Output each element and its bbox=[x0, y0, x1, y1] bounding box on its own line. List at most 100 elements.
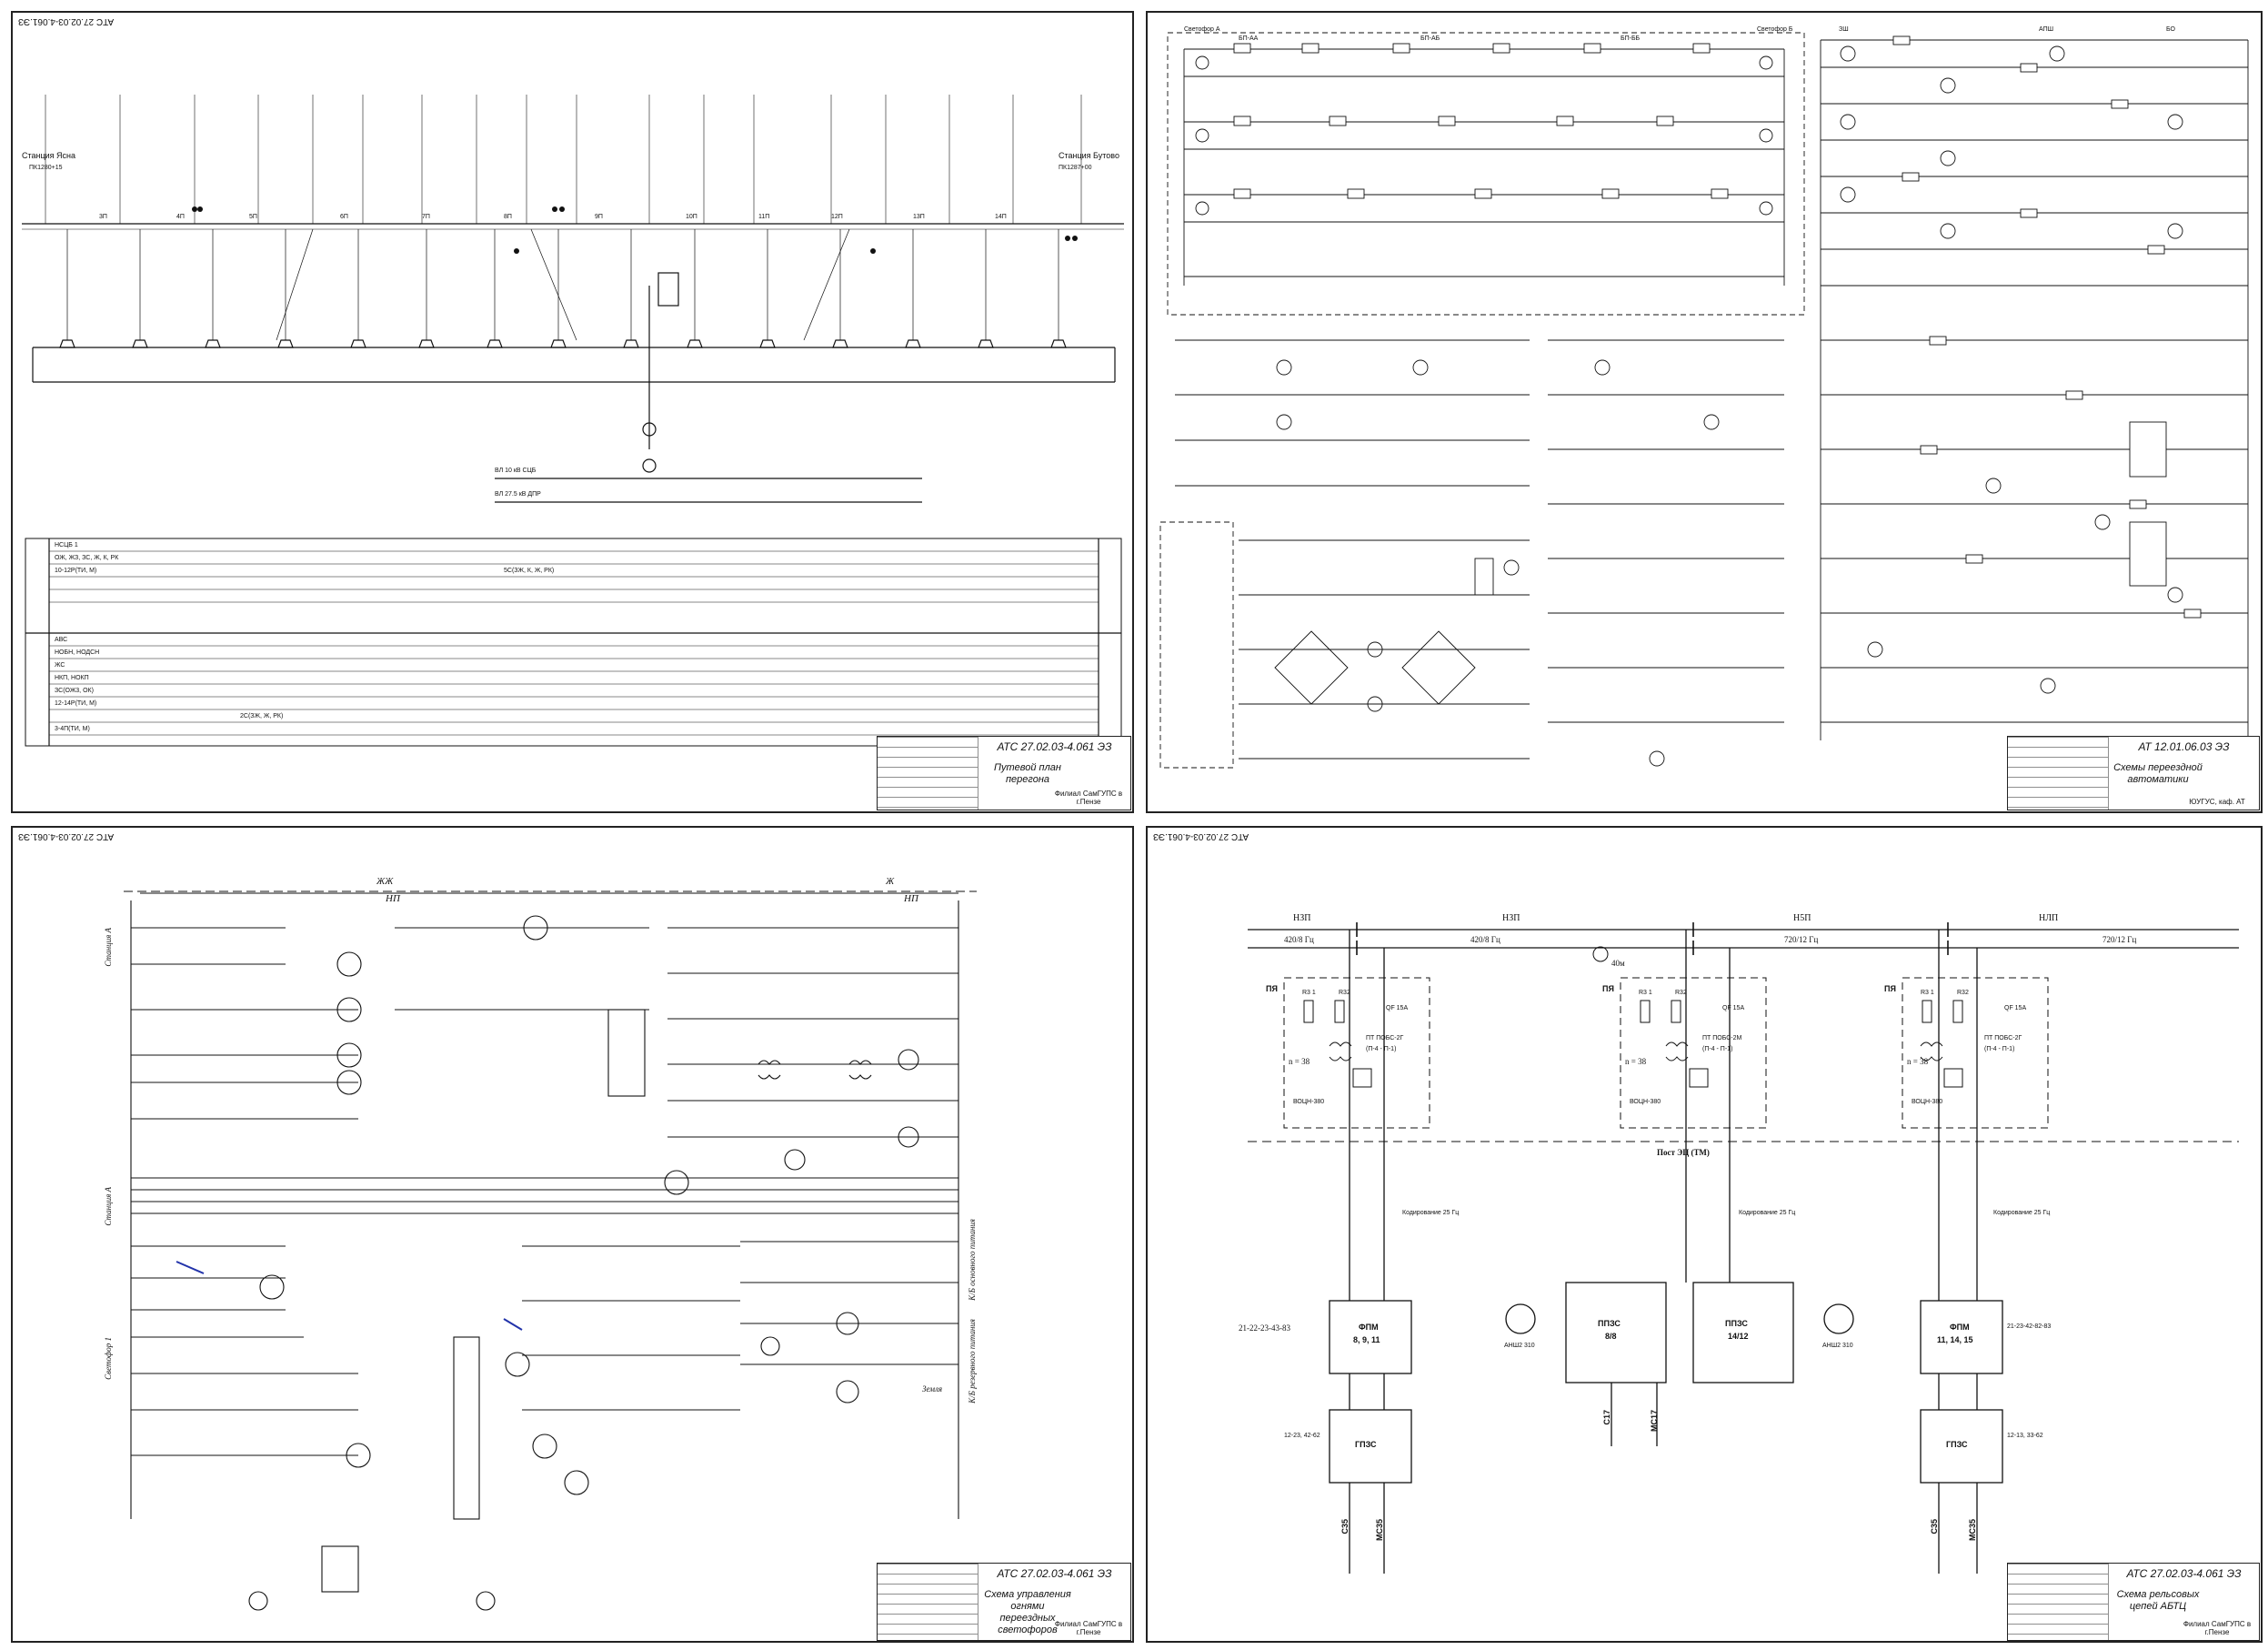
block3-transformer-sub: (П-4 - П-1) bbox=[1984, 1046, 2015, 1052]
freq-4: 720/12 Гц bbox=[2102, 935, 2137, 944]
block1-transformer: ПТ ПОБС-2Г bbox=[1366, 1035, 1404, 1041]
block3-fpm-numbers: 11, 14, 15 bbox=[1937, 1335, 1973, 1344]
block2-ppzs1-n: 8/8 bbox=[1605, 1332, 1617, 1341]
post-label: Пост ЭЦ (ТМ) bbox=[1657, 1148, 1710, 1157]
block2-ansh-left: АНШ2 310 bbox=[1504, 1343, 1535, 1349]
drawing-name: Схема рельсовых цепей АБТЦ bbox=[2116, 1589, 2200, 1612]
drawing-code: АТС 27.02.03-4.061 ЭЗ bbox=[997, 740, 1112, 753]
block3-c35: С35 bbox=[1930, 1519, 1939, 1534]
block3-n: n = 38 bbox=[1907, 1057, 1929, 1066]
drawing-code: АТС 27.02.03-4.061 ЭЗ bbox=[2126, 1567, 2242, 1580]
power-line-27kv: ВЛ 27.5 кВ ДПР bbox=[495, 491, 541, 498]
svg-text:НЗП: НЗП bbox=[1502, 913, 1520, 923]
block2-c17: С17 bbox=[1602, 1410, 1611, 1425]
drawing-name: Путевой план перегона bbox=[994, 762, 1061, 785]
block1-c35: С35 bbox=[1340, 1519, 1350, 1534]
title-block-grid bbox=[2008, 737, 2109, 810]
title-block: АТС 27.02.03-4.061 ЭЗ Схема управления о… bbox=[877, 1563, 1131, 1641]
svg-text:НЛП: НЛП bbox=[2039, 913, 2058, 923]
station-left: Станция Ясна bbox=[22, 151, 76, 160]
freq-1: 420/8 Гц bbox=[1284, 935, 1314, 944]
ground-label: Земля bbox=[922, 1384, 943, 1393]
svg-text:9П: 9П bbox=[595, 214, 603, 220]
svg-text:НЗП: НЗП bbox=[1293, 913, 1310, 923]
route-line-3: 10-12Р(ТИ, М) bbox=[55, 568, 97, 574]
svg-text:Светофор Б: Светофор Б bbox=[1757, 26, 1793, 33]
block3-vocn: ВОЦН-380 bbox=[1912, 1099, 1943, 1105]
block1-gpzs: ГПЗС bbox=[1355, 1440, 1377, 1449]
route-line-9: ЗС(ОЖ3, ОК) bbox=[55, 688, 94, 694]
battery-reserve-label: К/Б резервного питания bbox=[968, 1319, 977, 1404]
organization: Филиал СамГУПС в г.Пензе bbox=[1054, 1620, 1123, 1636]
bus-label-np-left: НП bbox=[386, 893, 400, 904]
route-line-7: ЖС bbox=[55, 662, 65, 669]
svg-text:10П: 10П bbox=[686, 214, 697, 220]
drawing-code: АТС 27.02.03-4.061 ЭЗ bbox=[997, 1567, 1112, 1580]
svg-text:13П: 13П bbox=[913, 214, 925, 220]
freq-meter: 40м bbox=[1611, 959, 1625, 968]
block1-left-numbers: 21-22-23-43-83 bbox=[1239, 1323, 1290, 1333]
svg-text:ПК1280+15: ПК1280+15 bbox=[29, 165, 63, 171]
svg-text:ЖЖ: ЖЖ bbox=[376, 877, 394, 887]
svg-text:БП-АА: БП-АА bbox=[1239, 35, 1259, 42]
block3-right-numbers: 21-23-42-82-83 bbox=[2007, 1323, 2052, 1330]
svg-text:4П: 4П bbox=[176, 214, 185, 220]
block3-r1: R3 1 bbox=[1921, 990, 1934, 996]
block1-r1: R3 1 bbox=[1302, 990, 1316, 996]
route-line-12: 2С(ЗЖ, Ж, РК) bbox=[240, 713, 284, 719]
station-a-top: Станция А bbox=[104, 928, 113, 967]
svg-text:БП-ББ: БП-ББ bbox=[1621, 35, 1641, 42]
block3-transformer: ПТ ПОБС-2Г bbox=[1984, 1035, 2022, 1041]
block1-transformer-sub: (П-4 - П-1) bbox=[1366, 1046, 1397, 1052]
route-line-5: АВС bbox=[55, 637, 68, 643]
block2-coding: Кодирование 25 Гц bbox=[1739, 1210, 1796, 1216]
block3-mc35: МС35 bbox=[1968, 1519, 1977, 1542]
route-line-6: НОБН, НОДСН bbox=[55, 649, 100, 656]
block2-vocn: ВОЦН-380 bbox=[1630, 1099, 1661, 1105]
sheet-track-circuits: АТС 27.02.03-4.061.ЭЗ bbox=[1146, 826, 2263, 1643]
block1-vocn: ВОЦН-380 bbox=[1293, 1099, 1325, 1105]
block1-r2: R32 bbox=[1339, 990, 1350, 996]
block1-pya: ПЯ bbox=[1266, 984, 1278, 993]
block1-n: n = 38 bbox=[1289, 1057, 1310, 1066]
svg-text:7П: 7П bbox=[422, 214, 430, 220]
svg-text:11П: 11П bbox=[758, 214, 769, 220]
block3-coding: Кодирование 25 Гц bbox=[1993, 1210, 2051, 1216]
block2-transformer-sub: (П-4 - П-1) bbox=[1702, 1046, 1733, 1052]
route-line-11: 3-4П(ТИ, М) bbox=[55, 726, 90, 732]
title-block-grid bbox=[878, 1564, 978, 1640]
route-line-1: НСЦБ 1 bbox=[55, 542, 78, 548]
svg-text:12П: 12П bbox=[831, 214, 843, 220]
title-block: АТС 27.02.03-4.061 ЭЗ Схема рельсовых це… bbox=[2007, 1563, 2260, 1641]
block2-transformer: ПТ ПОБС-2М bbox=[1702, 1035, 1742, 1041]
block2-ppzs1: ППЗС bbox=[1598, 1319, 1621, 1328]
freq-2: 420/8 Гц bbox=[1470, 935, 1500, 944]
block2-pya: ПЯ bbox=[1602, 984, 1614, 993]
block3-bottom-numbers: 12-13, 33-62 bbox=[2007, 1433, 2043, 1439]
block3-pya: ПЯ bbox=[1884, 984, 1896, 993]
signal-1-label: Светофор 1 bbox=[104, 1337, 113, 1380]
organization: Филиал СамГУПС в г.Пензе bbox=[2183, 1620, 2252, 1636]
station-right: Станция Бутово bbox=[1059, 151, 1119, 160]
sheet-track-plan: АТС 27.02.03-4.061.ЭЗ bbox=[11, 11, 1134, 813]
organization: Филиал СамГУПС в г.Пензе bbox=[1054, 790, 1123, 806]
bus-label-np-right: НП bbox=[904, 893, 918, 904]
block3-qf: QF 15A bbox=[2004, 1005, 2027, 1011]
station-a-mid: Станция А bbox=[104, 1187, 113, 1226]
route-line-4: 5С(ЗЖ, К, Ж, РК) bbox=[504, 568, 555, 574]
block2-qf: QF 15A bbox=[1722, 1005, 1745, 1011]
block1-fpm: ФПМ bbox=[1359, 1323, 1379, 1332]
block1-bottom-numbers: 12-23, 42-62 bbox=[1284, 1433, 1320, 1439]
block2-r1: R3 1 bbox=[1639, 990, 1652, 996]
svg-text:5П: 5П bbox=[249, 214, 257, 220]
freq-3: 720/12 Гц bbox=[1784, 935, 1819, 944]
block2-n: n = 38 bbox=[1625, 1057, 1647, 1066]
route-line-10: 12-14Р(ТИ, М) bbox=[55, 700, 97, 707]
route-line-2: ОЖ, ЖЗ, ЗС, Ж, К, РК bbox=[55, 555, 119, 561]
power-line-10kv: ВЛ 10 кВ СЦБ bbox=[495, 468, 537, 474]
battery-main-label: К/Б основного питания bbox=[968, 1219, 977, 1301]
